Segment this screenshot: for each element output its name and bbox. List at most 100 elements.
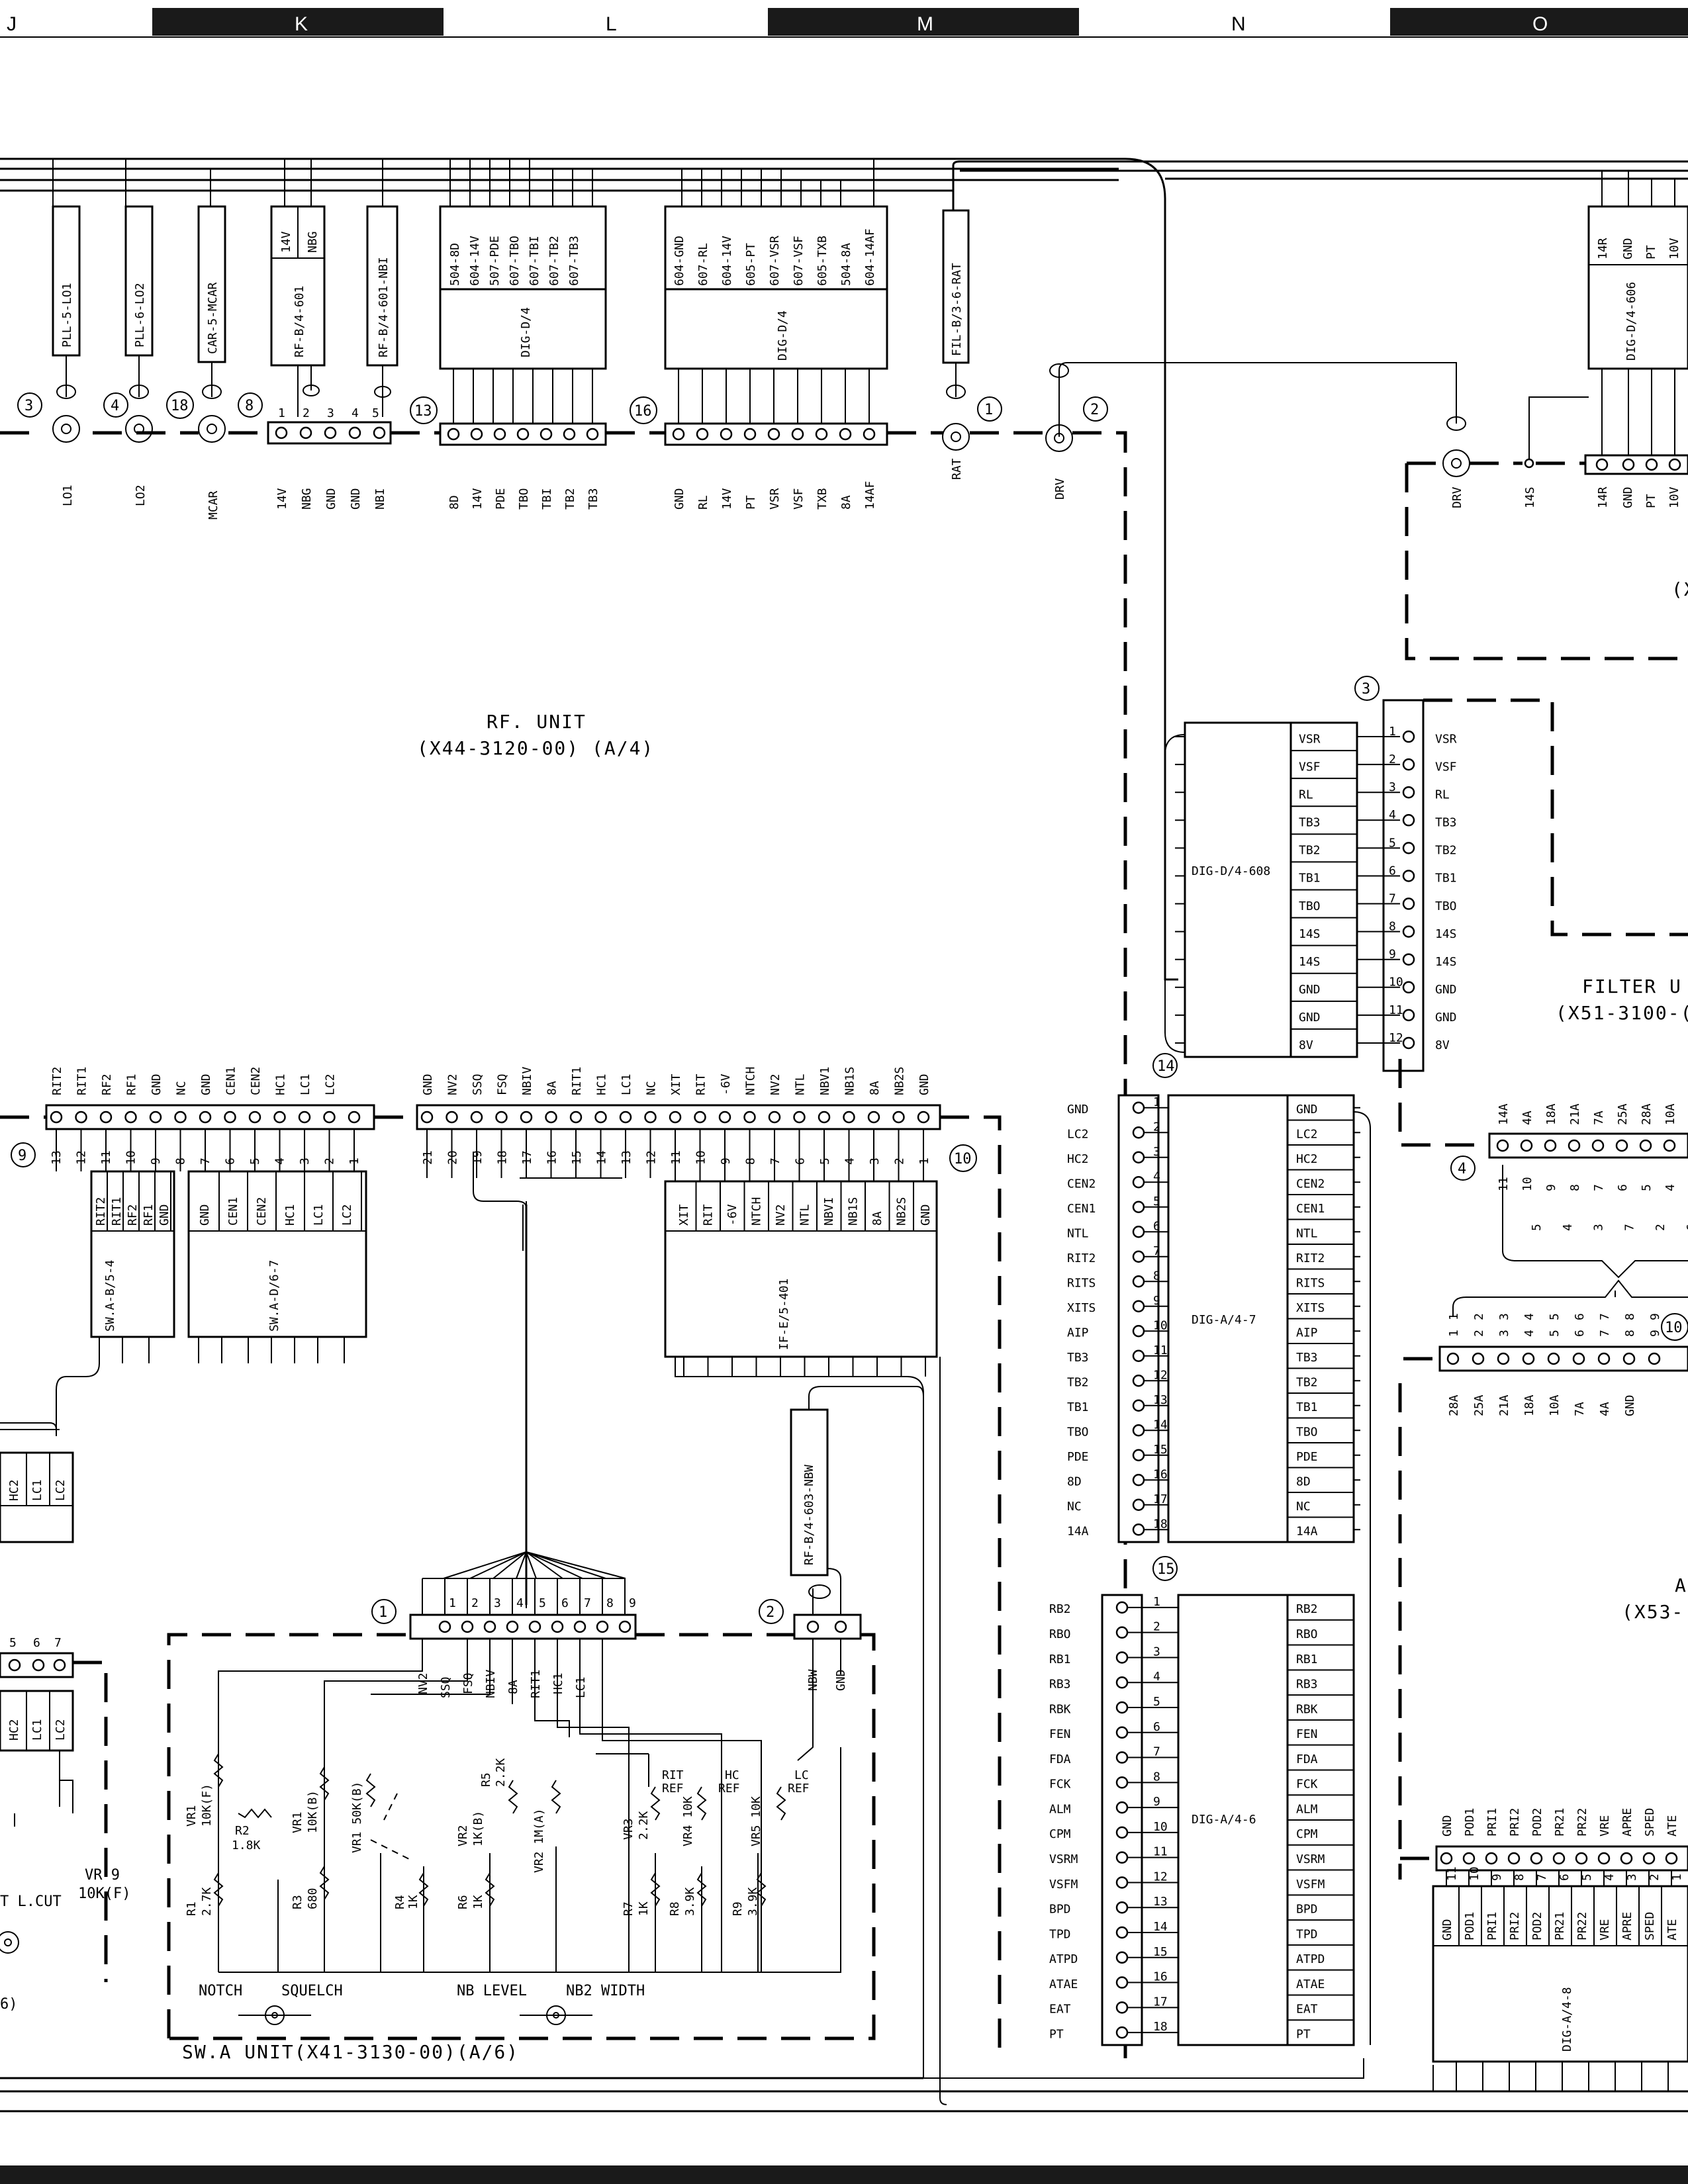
conn16-pin: VSF: [792, 488, 806, 510]
dig608-pin-label: GND: [1299, 1011, 1321, 1024]
conn10-top-label: FSQ: [496, 1073, 510, 1095]
conn16-wire: 605-TXB: [816, 236, 829, 286]
conn10-pin-num: 8: [744, 1158, 758, 1165]
conn101-pin-num: 8: [1623, 1330, 1637, 1337]
dig6-pin-out: ATAE: [1049, 1978, 1078, 1991]
conn10-box-pin: NTCH: [750, 1197, 764, 1226]
swa-conn1-pin-dot: [438, 1620, 451, 1633]
conn9-pin-dot: [50, 1111, 63, 1124]
conn9-pin-dot: [348, 1111, 361, 1124]
dig608-pin-dot: [1402, 1009, 1415, 1022]
drv-jack: DRV: [1053, 478, 1067, 500]
dig6-pin-num: 4: [1153, 1670, 1160, 1684]
dig608-pin-num: 2: [1389, 752, 1396, 766]
dig6-pin-out: FEN: [1049, 1727, 1071, 1741]
dig6-pin-dot: [1115, 1826, 1129, 1839]
conn10-top-label: NTL: [794, 1073, 808, 1095]
conn10-ref: 10: [954, 1151, 972, 1167]
conn10-pin-num: 11: [669, 1150, 683, 1165]
conn9-group: 9 SW.A-B/5-4 SW.A-D/6-7: [0, 1104, 375, 1436]
conn4-mid-num: 6: [1685, 1224, 1688, 1231]
conn101-bottom-label: GND: [1623, 1394, 1637, 1416]
svg-text:4: 4: [352, 406, 359, 420]
dig8-box-pin: PRI2: [1508, 1912, 1522, 1940]
dig608-label: DIG-D/4-608: [1192, 864, 1270, 878]
dig8-pin-dot: [1620, 1852, 1633, 1865]
dig6-pin-dot: [1115, 1601, 1129, 1614]
conn9-pin-dot: [199, 1111, 212, 1124]
conn4-top-label: 21A: [1568, 1103, 1582, 1125]
conn101-top-num: 2: [1472, 1313, 1486, 1320]
dig608-pin-dot: [1402, 925, 1415, 938]
dig608-pin-out: VSR: [1435, 732, 1457, 746]
dig6-pin-out: RB2: [1049, 1602, 1071, 1616]
conn9-box2-label: SW.A-D/6-7: [267, 1260, 281, 1332]
dig6-pin-dot: [1115, 1751, 1129, 1764]
dig608-pin-label: TBO: [1299, 899, 1321, 913]
conn10-pin-dot: [495, 1111, 508, 1124]
conn10-pin-dot: [892, 1111, 905, 1124]
cable-rf-b4-601: 14V NBG RF-B/4-601: [270, 159, 326, 417]
partial-x-unit: (X: [1671, 578, 1688, 600]
dig8-pin-dot: [1485, 1852, 1498, 1865]
conn101-top-num: 8: [1623, 1313, 1637, 1320]
dig8-pin-dot: [1440, 1852, 1453, 1865]
dig6-pin-dot: [1115, 1951, 1129, 1964]
conn10-box-label: IF-E/5-401: [777, 1279, 791, 1350]
part-r4-val: 1K: [406, 1895, 420, 1909]
rat-label: FIL-B/3-6-RAT: [950, 263, 964, 356]
part-vr3-val: 2.2K: [637, 1811, 651, 1840]
conn4-mid-num: 4: [1561, 1224, 1575, 1231]
conn10-top-label: XIT: [669, 1073, 683, 1095]
conn10-box-pin: NTL: [798, 1204, 812, 1226]
swa-conn1-pin-label: SSQ: [439, 1676, 453, 1698]
dig7-pin-out: NC: [1067, 1500, 1082, 1514]
rfleft-pin-gnd2: GND: [349, 488, 363, 510]
dig608-pin-dot: [1402, 786, 1415, 799]
conn16-pin: RL: [696, 495, 710, 510]
swa-conn1-pin-dot: [483, 1620, 496, 1633]
swa-conn1-pin-num: 5: [539, 1596, 546, 1610]
knob-1[interactable]: [238, 2005, 311, 2025]
conn10-pin-num: 16: [545, 1150, 559, 1165]
conn10-top-label: NV2: [446, 1073, 460, 1095]
right-a-title: A: [1675, 1574, 1687, 1596]
dig-d4-608: DIG-D/4-608 3 FILTER U (X51-3100-(: [1164, 676, 1688, 1072]
dig7-pin-dot: [1132, 1151, 1145, 1163]
conn10-pin-num: 12: [645, 1150, 659, 1165]
conn9-top-label: CEN1: [224, 1067, 238, 1095]
swa-conn1-pin-dot: [528, 1620, 541, 1633]
conn16-pin: TXB: [816, 488, 829, 510]
dig7-pin-dot: [1132, 1275, 1145, 1288]
dig6-pin-label: FCK: [1296, 1778, 1318, 1792]
conn10-pin-num: 7: [769, 1158, 782, 1165]
rf601nbi-label: RF-B/4-601-NBI: [377, 257, 391, 357]
dig8-top-label: VRE: [1598, 1815, 1612, 1837]
conn101-bottom-label: 7A: [1573, 1402, 1587, 1416]
conn10-top-label: -6V: [719, 1073, 733, 1095]
conn13-wire: 607-TBI: [528, 236, 541, 286]
dig6-pin-num: 15: [1153, 1945, 1168, 1959]
dig7-pin-num: 14: [1153, 1418, 1168, 1432]
dig8-pin-dot: [1462, 1852, 1476, 1865]
conn10-pin-dot: [743, 1111, 756, 1124]
dig6-pin-label: EAT: [1296, 2003, 1318, 2017]
dig6-pin-num: 12: [1153, 1870, 1168, 1884]
conn9-top-label: HC1: [274, 1073, 288, 1095]
conn10-top-label: NBV1: [818, 1067, 832, 1095]
dig7-pin-out: PDE: [1067, 1450, 1089, 1464]
conn10-box-pin: 8A: [870, 1211, 884, 1226]
knob-2[interactable]: [520, 2005, 592, 2025]
dig8-top-label: GND: [1440, 1815, 1454, 1837]
conn10-pin-num: 15: [570, 1150, 584, 1165]
conn13-wire: 507-PDE: [488, 236, 502, 286]
conn16-wire: 504-8A: [839, 243, 853, 286]
dig8-pin-num: 2: [1648, 1874, 1662, 1881]
conn101-top-num: 6: [1573, 1313, 1587, 1320]
dig6-pin-out: BPD: [1049, 1903, 1071, 1917]
swa-conn1-pin-label: HC1: [551, 1672, 565, 1694]
dig6-pin-label: RB1: [1296, 1653, 1318, 1666]
conn10-pin-dot: [917, 1111, 930, 1124]
conn9-top-label: RF2: [100, 1073, 114, 1095]
dig6-pin-out: VSRM: [1049, 1852, 1078, 1866]
